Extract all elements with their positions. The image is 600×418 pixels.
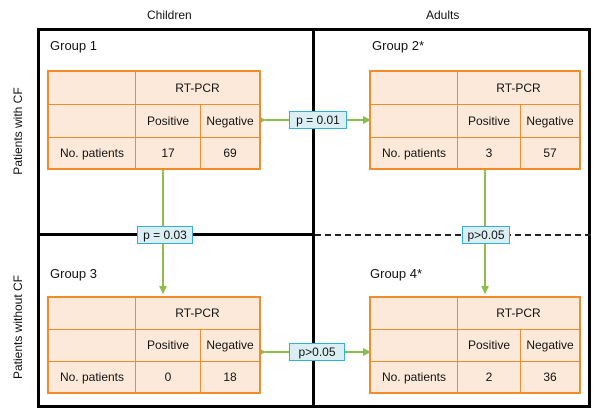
table-blank-cell: [47, 328, 136, 362]
table-positive-value: 2: [457, 360, 521, 394]
group-3-table: RT-PCR Positive Negative No. patients 0 …: [47, 296, 261, 394]
vertical-divider: [312, 28, 315, 408]
table-method-header: RT-PCR: [135, 70, 261, 105]
group-4-table: RT-PCR Positive Negative No. patients 2 …: [369, 296, 581, 394]
table-negative-value: 36: [520, 360, 581, 394]
group-2-table: RT-PCR Positive Negative No. patients 3 …: [369, 70, 581, 170]
table-corner: [369, 70, 458, 105]
group-2-title: Group 2*: [372, 38, 425, 53]
table-method-header: RT-PCR: [457, 70, 581, 105]
column-header-children: Children: [147, 8, 192, 22]
table-blank-cell: [369, 103, 458, 138]
group-3-title: Group 3: [50, 266, 97, 281]
table-corner: [47, 296, 136, 330]
table-positive-value: 17: [135, 136, 201, 170]
table-row-label: No. patients: [47, 136, 136, 170]
group-1-title: Group 1: [50, 38, 97, 53]
table-blank-cell: [369, 328, 458, 362]
table-method-header: RT-PCR: [457, 296, 581, 330]
table-negative-value: 18: [200, 360, 261, 394]
table-method-header: RT-PCR: [135, 296, 261, 330]
table-positive-value: 3: [457, 136, 521, 170]
p-value-g1-g3: p = 0.03: [137, 226, 193, 244]
p-value-g2-g4: p>0.05: [462, 226, 510, 244]
table-corner: [47, 70, 136, 105]
horizontal-divider-right-dashed: [315, 234, 591, 236]
table-negative-value: 57: [520, 136, 581, 170]
group-4-title: Group 4*: [370, 266, 423, 281]
table-positive-header: Positive: [135, 328, 201, 362]
table-row-label: No. patients: [369, 136, 458, 170]
table-positive-header: Positive: [135, 103, 201, 138]
table-negative-header: Negative: [520, 103, 581, 138]
table-positive-value: 0: [135, 360, 201, 394]
table-row-label: No. patients: [47, 360, 136, 394]
table-positive-header: Positive: [457, 103, 521, 138]
table-positive-header: Positive: [457, 328, 521, 362]
table-negative-value: 69: [200, 136, 261, 170]
table-blank-cell: [47, 103, 136, 138]
column-header-adults: Adults: [426, 8, 460, 22]
table-negative-header: Negative: [200, 328, 261, 362]
table-row-label: No. patients: [369, 360, 458, 394]
table-negative-header: Negative: [520, 328, 581, 362]
table-corner: [369, 296, 458, 330]
group-1-table: RT-PCR Positive Negative No. patients 17…: [47, 70, 261, 170]
p-value-g1-g2: p = 0.01: [289, 111, 347, 129]
p-value-g3-g4: p>0.05: [289, 343, 345, 361]
table-negative-header: Negative: [200, 103, 261, 138]
